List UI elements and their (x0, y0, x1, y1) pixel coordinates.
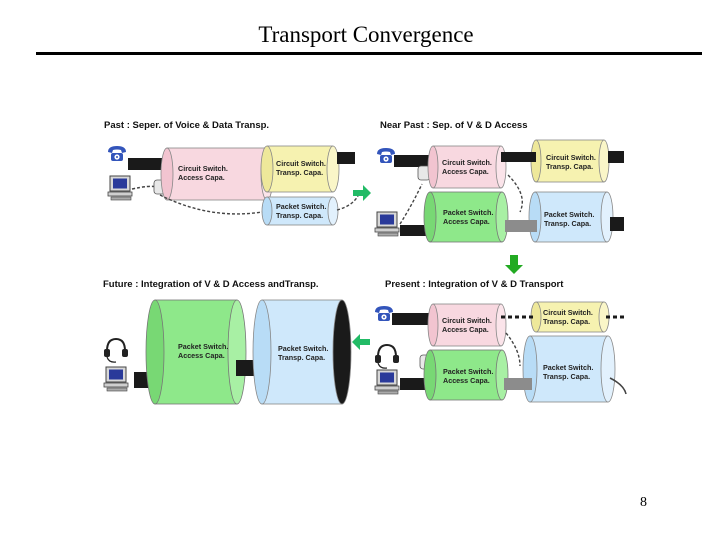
right-arrow-icon (353, 185, 371, 201)
headset-icon (103, 338, 129, 364)
packet-transport-cylinder: Packet Switch. Transp. Capa. (261, 196, 339, 226)
label-line-1: Packet Switch. (443, 208, 493, 217)
transport-link (337, 152, 355, 164)
access-link (400, 225, 430, 236)
label-line-2: Transp. Capa. (544, 219, 591, 228)
label-line-1: Packet Switch. (544, 210, 594, 219)
voice-line (394, 155, 432, 167)
data-line (131, 185, 159, 190)
computer-icon (374, 211, 400, 237)
packet-access-cylinder: Packet Switch. Access Capa. (423, 191, 509, 243)
telephone-icon (375, 306, 393, 321)
label-line-2: Transp. Capa. (278, 353, 325, 362)
label-line-1: Packet Switch. (443, 367, 493, 376)
packet-transport-cylinder: Packet Switch. Transp. Capa. (528, 191, 614, 243)
voice-line (392, 313, 432, 325)
label-line-1: Circuit Switch. (442, 158, 492, 167)
packet-transport-cylinder: Packet Switch. Transp. Capa. (522, 335, 616, 403)
telephone-icon (377, 148, 395, 163)
circuit-access-cylinder: Circuit Switch. Access Capa. (427, 303, 507, 347)
circuit-transport-cylinder: Circuit Switch. Transp. Capa. (260, 145, 340, 193)
label-line-1: Circuit Switch. (276, 159, 326, 168)
voice-line (128, 158, 166, 170)
transport-link (501, 152, 536, 162)
headset-icon (374, 344, 400, 370)
computer-icon (107, 175, 133, 201)
label-line-2: Access Capa. (178, 351, 225, 360)
label-line-1: Packet Switch. (276, 202, 326, 211)
transport-link (504, 378, 532, 390)
data-line (336, 195, 359, 211)
packet-access-cylinder: Packet Switch. Access Capa. (145, 299, 247, 405)
slide-title: Transport Convergence (258, 22, 474, 47)
panel-past: Past : Seper. of Voice & Data Transp. Ci… (104, 120, 359, 226)
label-line-2: Access Capa. (178, 173, 225, 182)
computer-icon (374, 369, 400, 395)
panel-present-title: Present : Integration of V & D Transport (385, 279, 564, 290)
label-line-2: Access Capa. (442, 167, 489, 176)
computer-icon (103, 366, 129, 392)
packet-transport-cylinder: Packet Switch. Transp. Capa. (252, 299, 352, 405)
title-rule (36, 52, 702, 55)
label-line-1: Circuit Switch. (543, 308, 593, 317)
label-line-2: Transp. Capa. (276, 168, 323, 177)
label-line-1: Packet Switch. (278, 344, 328, 353)
label-line-1: Packet Switch. (178, 342, 228, 351)
panel-past-title: Past : Seper. of Voice & Data Transp. (104, 120, 269, 131)
transport-link (608, 151, 624, 163)
label-line-2: Transp. Capa. (543, 317, 590, 326)
panel-near-past-title: Near Past : Sep. of V & D Access (380, 120, 527, 131)
label-line-2: Transp. Capa. (276, 211, 323, 220)
label-line-1: Packet Switch. (543, 363, 593, 372)
down-arrow-icon (505, 255, 523, 274)
data-line (507, 174, 523, 213)
packet-access-cylinder: Packet Switch. Access Capa. (423, 349, 509, 401)
panel-near-past: Near Past : Sep. of V & D Access Circuit… (374, 120, 624, 243)
panel-present: Present : Integration of V & D Transport… (374, 279, 627, 403)
panel-future: Future : Integration of V & D Access and… (103, 279, 352, 405)
data-line (159, 194, 263, 215)
label-line-1: Circuit Switch. (546, 153, 596, 162)
label-line-2: Transp. Capa. (543, 372, 590, 381)
circuit-access-cylinder: Circuit Switch. Access Capa. (160, 147, 274, 201)
label-line-1: Circuit Switch. (178, 164, 228, 173)
telephone-icon (108, 146, 126, 161)
data-line (609, 377, 627, 395)
page-number: 8 (640, 495, 647, 510)
data-line (505, 332, 521, 367)
label-line-2: Access Capa. (442, 325, 489, 334)
circuit-transport-cylinder: Circuit Switch. Transp. Capa. (530, 139, 610, 183)
label-line-2: Access Capa. (443, 217, 490, 226)
panel-future-title: Future : Integration of V & D Access and… (103, 279, 319, 290)
left-arrow-icon (352, 334, 370, 350)
label-line-2: Transp. Capa. (546, 162, 593, 171)
label-line-1: Circuit Switch. (442, 316, 492, 325)
circuit-transport-cylinder: Circuit Switch. Transp. Capa. (530, 301, 610, 333)
transport-link (610, 217, 624, 231)
label-line-2: Access Capa. (443, 376, 490, 385)
transport-link (505, 220, 537, 232)
access-link (400, 378, 430, 390)
data-line (399, 183, 423, 225)
circuit-access-cylinder: Circuit Switch. Access Capa. (427, 145, 507, 189)
